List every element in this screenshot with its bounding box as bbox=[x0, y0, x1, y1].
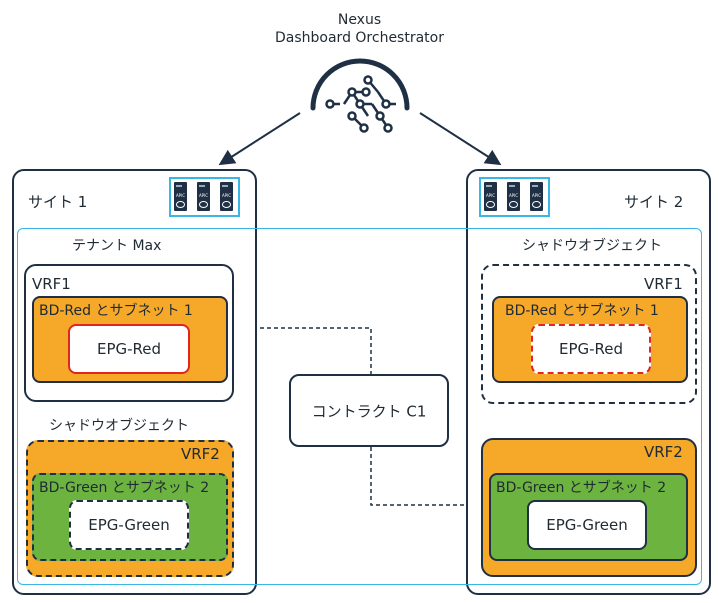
site2-bd-green-label: BD-Green とサブネット 2 bbox=[496, 480, 667, 496]
site2-vrf2-label: VRF2 bbox=[644, 443, 683, 461]
site1-apic-cluster-icon: APIC APIC APIC bbox=[169, 177, 240, 217]
contract-to-site1-link bbox=[241, 322, 372, 375]
orchestrator-icon bbox=[325, 75, 396, 133]
site2-epg-green-label: EPG-Green bbox=[546, 516, 628, 534]
site2-apic-cluster-icon: APIC APIC APIC bbox=[479, 177, 550, 217]
site1-shadow-label: シャドウオブジェクト bbox=[49, 418, 189, 434]
contract-c1: コントラクト C1 bbox=[289, 374, 449, 447]
site1-label: サイト 1 bbox=[28, 193, 88, 211]
site1-bd-green-label: BD-Green とサブネット 2 bbox=[39, 480, 210, 496]
site2-epg-red-label: EPG-Red bbox=[558, 340, 624, 358]
tenant-label: テナント Max bbox=[72, 238, 162, 254]
site1-epg-green-label: EPG-Green bbox=[88, 516, 170, 534]
site2-vrf1-box bbox=[481, 264, 697, 404]
site1-vrf1-label: VRF1 bbox=[32, 275, 71, 293]
site2-vrf1-label: VRF1 bbox=[644, 275, 683, 293]
site2-shadow-label: シャドウオブジェクト bbox=[522, 238, 662, 254]
site2-epg-red: EPG-Red bbox=[531, 324, 651, 374]
contract-to-site2-link bbox=[370, 447, 484, 506]
site2-label: サイト 2 bbox=[624, 193, 684, 211]
site1-epg-red: EPG-Red bbox=[68, 324, 190, 374]
orchestrator-title-line1: Nexus bbox=[337, 12, 382, 28]
site1-vrf2-label: VRF2 bbox=[181, 445, 220, 463]
orchestrator-title-line2: Dashboard Orchestrator bbox=[275, 30, 444, 46]
site2-epg-green: EPG-Green bbox=[527, 500, 647, 550]
site1-epg-green: EPG-Green bbox=[69, 500, 189, 550]
site1-bd-red-label: BD-Red とサブネット 1 bbox=[39, 303, 193, 319]
tenant-box bbox=[17, 228, 702, 585]
arrow-to-site1 bbox=[218, 112, 301, 166]
site1-epg-red-label: EPG-Red bbox=[96, 340, 162, 358]
orchestrator-icon-arc bbox=[310, 58, 410, 111]
site2-bd-red-label: BD-Red とサブネット 1 bbox=[505, 303, 659, 319]
arrow-to-site2 bbox=[419, 112, 502, 166]
contract-c1-label: コントラクト C1 bbox=[311, 402, 427, 420]
